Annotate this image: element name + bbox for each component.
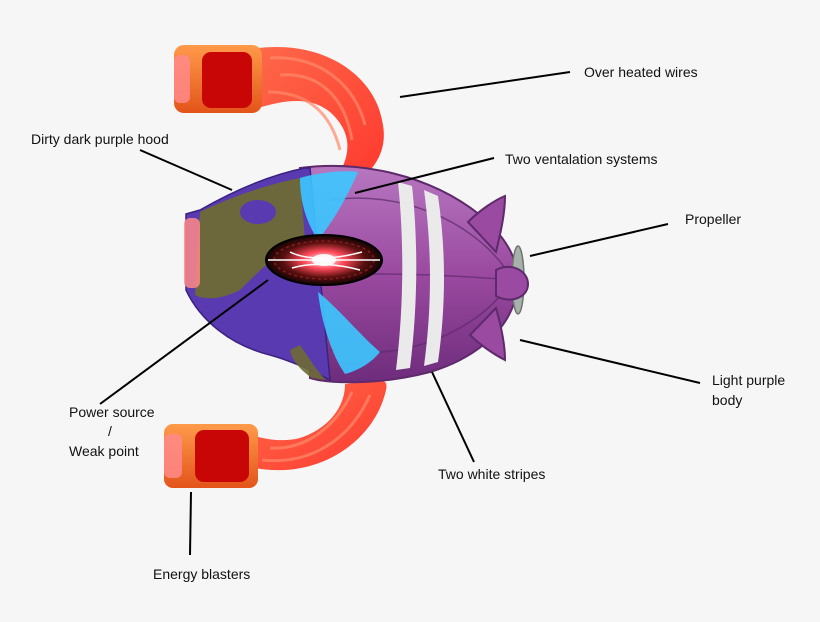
power-source-core: [265, 234, 383, 286]
top-wire-streaks: [267, 56, 367, 151]
top-wire: [258, 46, 384, 173]
tail-fin-top: [466, 194, 507, 255]
label-slash: /: [108, 423, 112, 439]
leader-energy-blasters: [189, 491, 192, 556]
label-power-source: Power source: [69, 404, 155, 420]
bottom-wire: [255, 380, 387, 471]
white-stripe-1: [396, 182, 417, 370]
label-over-heated-wires: Over heated wires: [584, 64, 698, 80]
leader-ventilation: [354, 157, 495, 194]
label-weak-point: Weak point: [69, 443, 139, 459]
leader-white-stripes: [431, 371, 475, 463]
top-energy-blaster: [174, 45, 262, 113]
hood-grime: [195, 178, 305, 299]
bottom-wire-streaks: [261, 391, 372, 463]
bottom-energy-blaster: [164, 424, 258, 488]
hood-grime-lower: [290, 345, 326, 380]
hood-front-glow: [184, 218, 200, 288]
label-energy-blasters: Energy blasters: [153, 566, 251, 582]
label-light-purple-body-line1: Light purple: [712, 372, 786, 388]
tail-fin-bottom: [468, 306, 507, 362]
propeller: [495, 245, 530, 315]
leader-power-source: [99, 279, 269, 405]
white-stripe-2: [424, 190, 444, 366]
label-propeller: Propeller: [685, 211, 742, 227]
leader-propeller: [529, 223, 669, 257]
label-light-purple-body-line2: body: [712, 392, 743, 408]
leader-over-heated-wires: [399, 71, 571, 98]
label-ventilation: Two ventalation systems: [505, 151, 658, 167]
label-white-stripes: Two white stripes: [438, 466, 546, 482]
ventilation-top: [300, 171, 358, 240]
ventilation-bottom: [318, 292, 380, 374]
label-dirty-hood: Dirty dark purple hood: [31, 131, 169, 147]
leader-light-purple-body: [519, 339, 701, 384]
leader-dirty-hood: [139, 149, 233, 191]
hood-dark-spot: [240, 200, 276, 224]
leader-lines: [99, 71, 701, 556]
